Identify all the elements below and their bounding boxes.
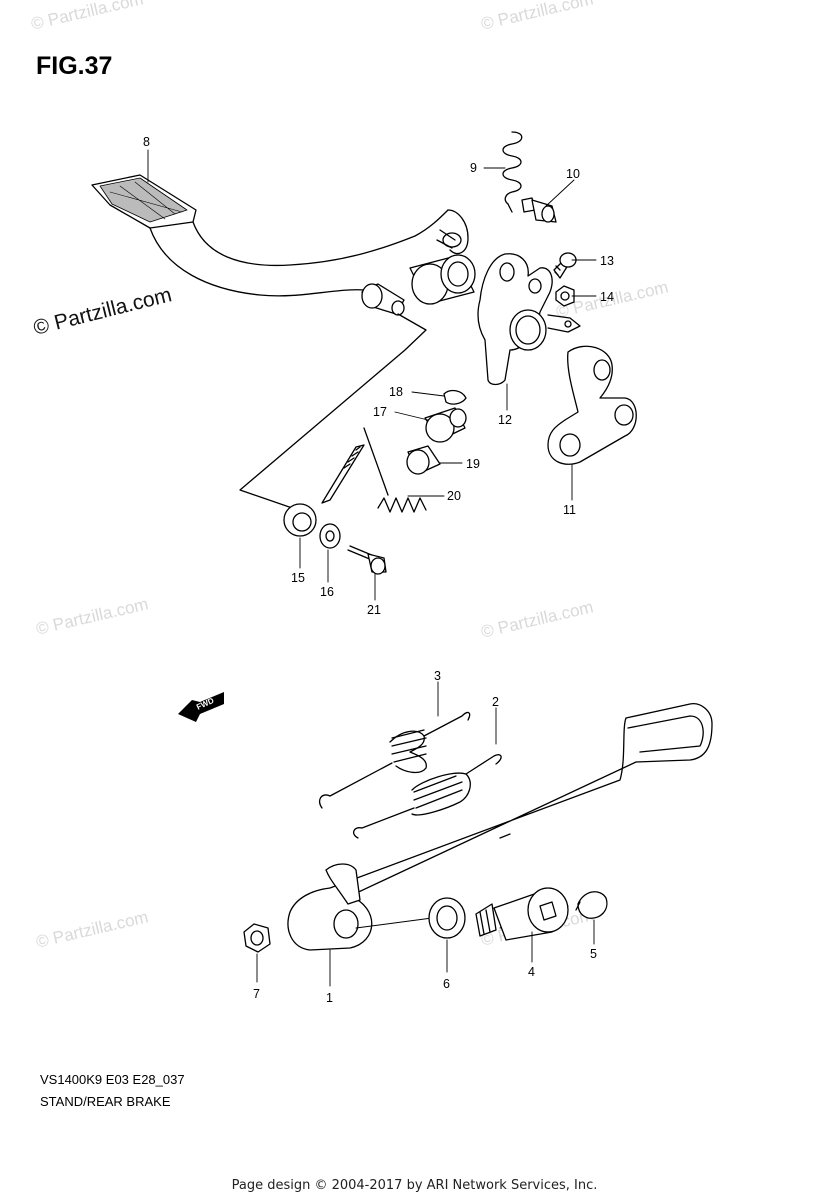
fwd-arrow-icon: FWD	[178, 692, 224, 722]
pedal-bushing	[409, 254, 476, 305]
part-21-bolt	[347, 545, 387, 575]
callout-14: 14	[600, 290, 614, 304]
callout-numbers: 8 9 10 13 14 12 11 18 17 19 20 15 16 21 …	[143, 135, 614, 1005]
callout-17: 17	[373, 405, 387, 419]
part-3-spring	[318, 711, 471, 809]
callout-3: 3	[434, 669, 441, 683]
callout-1: 1	[326, 991, 333, 1005]
callout-5: 5	[590, 947, 597, 961]
callout-10: 10	[566, 167, 580, 181]
callout-12: 12	[498, 413, 512, 427]
part-20-spring	[377, 497, 427, 513]
part-9-spring	[502, 131, 523, 213]
brake-rod	[321, 427, 389, 504]
part-18-clip	[443, 389, 467, 405]
part-7-nut	[243, 923, 271, 953]
callout-2: 2	[492, 695, 499, 709]
part-4-bolt	[475, 887, 569, 941]
callout-21: 21	[367, 603, 381, 617]
part-2-spring	[353, 754, 502, 839]
copyright-notice: Page design © 2004-2017 by ARI Network S…	[231, 1178, 598, 1193]
callout-16: 16	[320, 585, 334, 599]
part-16-washer	[319, 523, 341, 549]
part-15-grommet	[283, 503, 317, 537]
part-19-cap	[406, 445, 441, 475]
callout-7: 7	[253, 987, 260, 1001]
callout-13: 13	[600, 254, 614, 268]
callout-18: 18	[389, 385, 403, 399]
callout-11: 11	[563, 503, 576, 517]
pedal-pivot-bolt	[239, 283, 427, 511]
figure-title: FIG.37	[36, 52, 113, 80]
callout-9: 9	[470, 161, 477, 175]
brake-pedal	[91, 174, 469, 297]
part-13-screw	[553, 252, 577, 279]
callout-19: 19	[466, 457, 480, 471]
diagram-code: VS1400K9 E03 E28_037	[40, 1072, 185, 1087]
callout-8: 8	[143, 135, 150, 149]
part-5-cap	[575, 891, 608, 919]
part-14-nut	[555, 285, 575, 307]
part-10-bolt	[521, 197, 557, 223]
callout-15: 15	[291, 571, 305, 585]
part-6-washer	[428, 897, 466, 939]
diagram-name: STAND/REAR BRAKE	[40, 1094, 171, 1109]
part-17-joint	[424, 407, 467, 443]
part-1-side-stand	[287, 703, 713, 951]
callout-20: 20	[447, 489, 461, 503]
callout-4: 4	[528, 965, 535, 979]
callout-6: 6	[443, 977, 450, 991]
part-12-lever	[477, 253, 581, 386]
part-11-bracket	[547, 345, 637, 465]
